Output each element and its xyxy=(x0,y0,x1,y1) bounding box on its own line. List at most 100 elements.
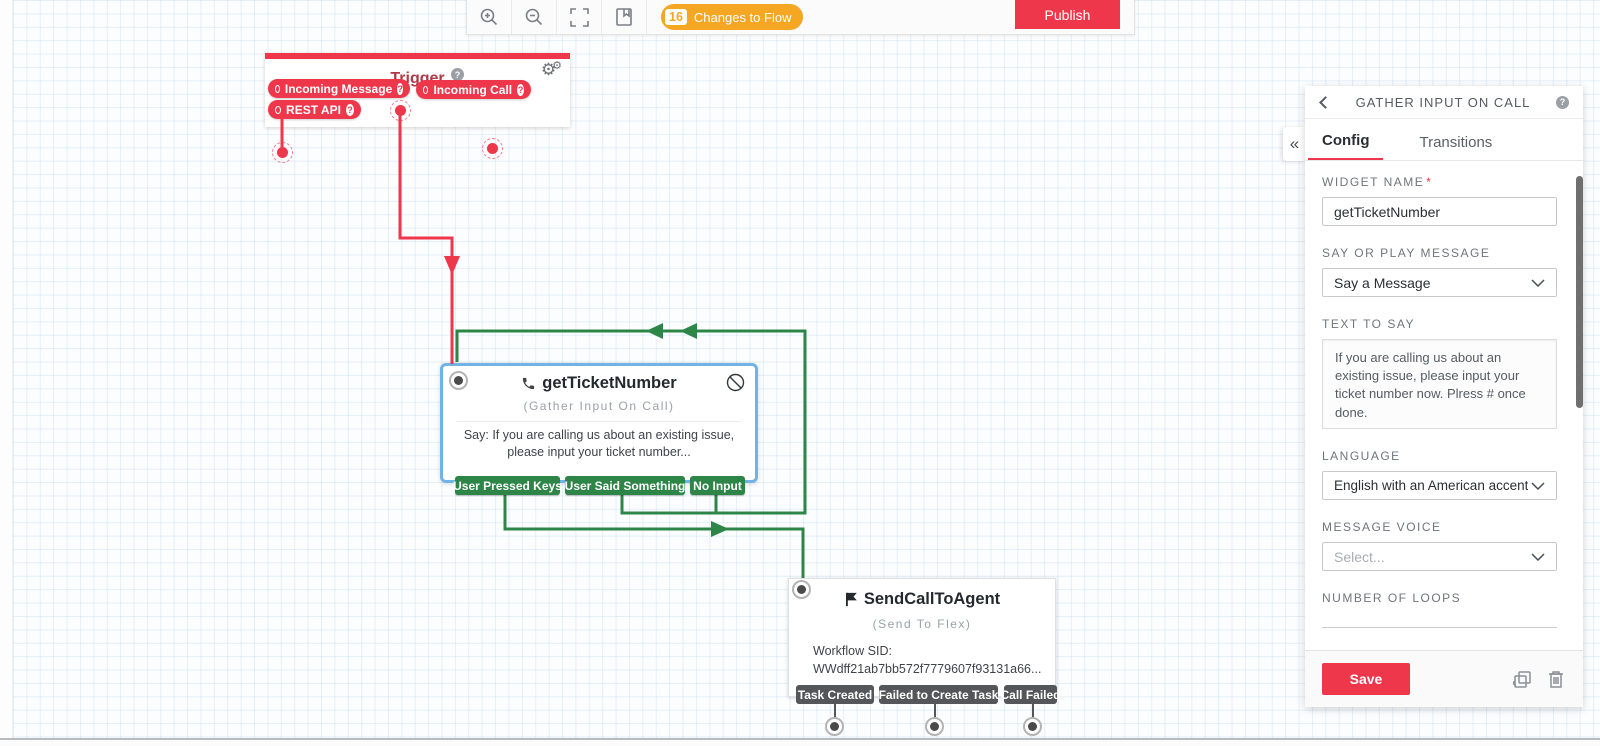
fit-view-button[interactable] xyxy=(557,0,602,34)
panel-help-icon[interactable] xyxy=(1556,95,1569,109)
flow-log-icon xyxy=(616,8,632,26)
say-or-play-value: Say a Message xyxy=(1334,274,1431,291)
flex-input-dot[interactable] xyxy=(792,580,811,599)
trigger-widget[interactable]: Trigger ⚙⚙ Incoming Message Incoming Cal… xyxy=(265,53,570,127)
message-voice-label: MESSAGE VOICE xyxy=(1322,520,1442,534)
transition-pill-user-said-something[interactable]: User Said Something xyxy=(565,476,685,495)
zoom-out-button[interactable] xyxy=(512,0,557,34)
disconnect-icon[interactable] xyxy=(726,373,745,392)
transition-label: Failed to Create Task xyxy=(878,687,999,702)
language-select[interactable]: English with an American accent xyxy=(1322,471,1557,500)
panel-scrollbar[interactable] xyxy=(1576,176,1583,408)
transition-pill-call-failed[interactable]: Call Failed xyxy=(1000,685,1061,704)
panel-footer: Save xyxy=(1305,650,1583,707)
tab-config[interactable]: Config xyxy=(1308,132,1384,160)
language-value: English with an American accent xyxy=(1334,478,1529,493)
transition-label: Task Created xyxy=(797,687,873,702)
flow-log-button[interactable] xyxy=(602,0,647,34)
zoom-out-icon xyxy=(525,8,543,26)
trigger-settings-icon[interactable]: ⚙⚙ xyxy=(540,60,562,79)
incoming-call-endpoint-dot[interactable] xyxy=(482,138,503,159)
connector-circle-icon xyxy=(423,85,429,94)
required-asterisk: * xyxy=(1426,175,1433,189)
changes-to-flow-badge[interactable]: 16 Changes to Flow xyxy=(661,4,804,30)
text-to-say-textarea[interactable]: If you are calling us about an existing … xyxy=(1322,339,1557,429)
panel-body: WIDGET NAME* getTicketNumber SAY OR PLAY… xyxy=(1305,161,1583,628)
flex-widget-summary: Workflow SID: WWdff21ab7bb572f7779607f93… xyxy=(813,642,1055,678)
trigger-pill-label: Incoming Message xyxy=(284,81,393,96)
number-of-loops-input-cut[interactable] xyxy=(1322,627,1557,628)
zoom-in-icon xyxy=(480,8,498,26)
gather-input-widget[interactable]: getTicketNumber (Gather Input On Call) S… xyxy=(440,363,758,495)
transition-label: Call Failed xyxy=(1000,687,1061,702)
canvas-toolbar: 16 Changes to Flow Publish xyxy=(466,0,1135,35)
flex-flag-icon xyxy=(845,592,857,607)
transition-label: No Input xyxy=(693,478,742,493)
connector-circle-icon xyxy=(275,105,282,114)
transition-label: User Pressed Keys xyxy=(453,478,562,493)
canvas-left-edge xyxy=(0,0,13,746)
tab-transitions[interactable]: Transitions xyxy=(1419,134,1493,151)
canvas-bottom-edge xyxy=(0,738,1600,740)
transition-pill-failed-to-create-task[interactable]: Failed to Create Task xyxy=(879,685,998,704)
widget-name-label: WIDGET NAME* xyxy=(1322,175,1433,189)
language-label: LANGUAGE xyxy=(1322,449,1401,463)
flex-widget-name: SendCallToAgent xyxy=(863,590,1001,608)
workflow-sid-label: Workflow SID: xyxy=(813,644,892,658)
gather-widget-summary: Say: If you are calling us about an exis… xyxy=(463,428,735,459)
call-failed-output-dot[interactable] xyxy=(1023,717,1042,736)
trigger-pill-incoming-message[interactable]: Incoming Message xyxy=(268,79,410,98)
trigger-accent-bar xyxy=(265,53,570,59)
say-or-play-label: SAY OR PLAY MESSAGE xyxy=(1322,246,1491,260)
text-to-say-label: TEXT TO SAY xyxy=(1322,317,1415,331)
panel-tabs: Config Transitions xyxy=(1305,119,1583,161)
save-button[interactable]: Save xyxy=(1322,663,1410,695)
duplicate-widget-icon[interactable] xyxy=(1511,668,1534,691)
transition-pill-no-input[interactable]: No Input xyxy=(690,476,745,495)
widget-name-input[interactable]: getTicketNumber xyxy=(1322,197,1557,226)
delete-widget-icon[interactable] xyxy=(1546,668,1566,691)
trigger-pill-label: Incoming Call xyxy=(433,82,513,97)
message-voice-select[interactable]: Select... xyxy=(1322,542,1557,571)
task-created-output-dot[interactable] xyxy=(825,717,844,736)
incoming-message-endpoint-dot[interactable] xyxy=(390,100,411,121)
fit-view-icon xyxy=(569,7,589,27)
panel-header: GATHER INPUT ON CALL xyxy=(1305,86,1583,119)
flex-widget-title-row: SendCallToAgent xyxy=(789,590,1055,609)
connector-circle-icon xyxy=(275,84,280,93)
help-icon[interactable] xyxy=(345,103,354,116)
trigger-pill-rest-api[interactable]: REST API xyxy=(268,100,361,119)
changes-count: 16 xyxy=(665,8,687,26)
transition-label: User Said Something xyxy=(564,478,686,493)
phone-icon xyxy=(523,377,535,390)
workflow-sid-value: WWdff21ab7bb572f7779607f93131a66... xyxy=(813,662,1042,677)
config-panel: GATHER INPUT ON CALL Config Transitions … xyxy=(1305,86,1583,707)
message-voice-placeholder: Select... xyxy=(1334,548,1385,565)
gather-widget-type: (Gather Input On Call) xyxy=(523,399,675,413)
gather-widget-title-row: getTicketNumber xyxy=(443,374,755,393)
say-or-play-select[interactable]: Say a Message xyxy=(1322,268,1557,297)
trigger-pill-incoming-call[interactable]: Incoming Call xyxy=(416,80,531,99)
panel-title: GATHER INPUT ON CALL xyxy=(1355,94,1531,110)
trigger-help-icon[interactable] xyxy=(451,68,464,81)
transition-pill-user-pressed-keys[interactable]: User Pressed Keys xyxy=(453,476,562,495)
chevron-down-icon xyxy=(1531,481,1545,490)
trigger-pill-label: REST API xyxy=(286,102,341,117)
rest-api-endpoint-dot[interactable] xyxy=(272,142,293,163)
gather-input-dot[interactable] xyxy=(449,371,468,390)
changes-label: Changes to Flow xyxy=(693,9,792,25)
publish-button[interactable]: Publish xyxy=(1015,0,1120,29)
failed-to-create-task-output-dot[interactable] xyxy=(925,717,944,736)
chevron-down-icon xyxy=(1531,278,1545,287)
canvas-bottom-pad xyxy=(0,740,1600,746)
send-to-flex-widget[interactable]: SendCallToAgent (Send To Flex) Workflow … xyxy=(788,578,1061,704)
transition-pill-task-created[interactable]: Task Created xyxy=(796,685,874,704)
flex-widget-type: (Send To Flex) xyxy=(872,617,972,631)
zoom-in-button[interactable] xyxy=(467,0,512,34)
divider xyxy=(457,421,741,422)
chevron-down-icon xyxy=(1531,552,1545,561)
help-icon[interactable] xyxy=(517,83,524,96)
panel-collapse-button[interactable]: « xyxy=(1283,127,1306,161)
help-icon[interactable] xyxy=(397,82,403,95)
